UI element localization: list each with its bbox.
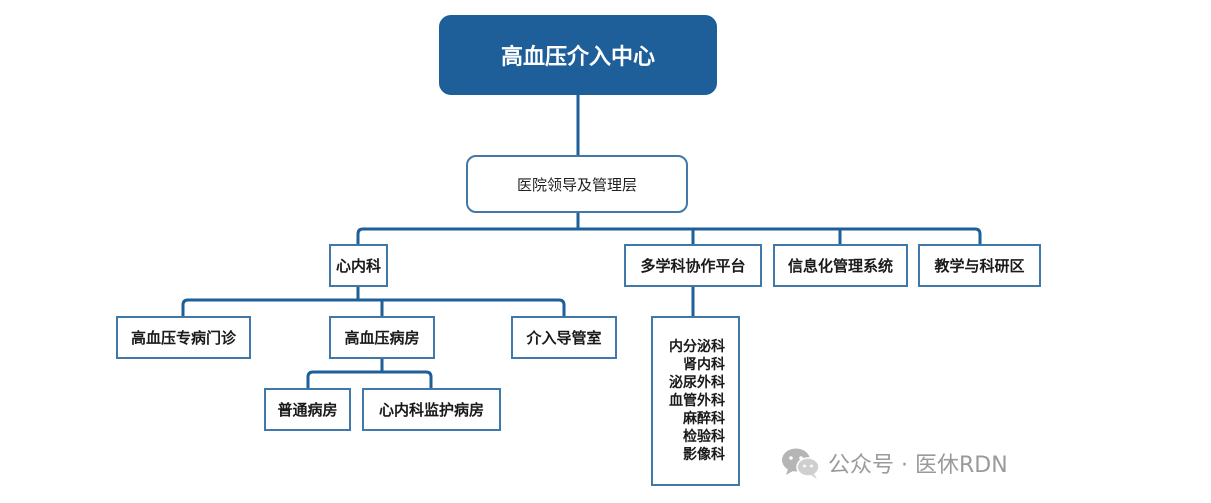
management-label: 医院领导及管理层 <box>516 175 637 194</box>
cathlab-label: 介入导管室 <box>526 329 602 347</box>
general-ward-label: 普通病房 <box>277 401 338 419</box>
mdt-node: 多学科协作平台 <box>624 244 762 287</box>
department-item: 肾内科 <box>683 357 725 373</box>
info-system-label: 信息化管理系统 <box>787 257 893 275</box>
cathlab-node: 介入导管室 <box>511 316 617 359</box>
ward-label: 高血压病房 <box>344 329 420 347</box>
cardiology-node: 心内科 <box>329 244 388 287</box>
root-label: 高血压介入中心 <box>500 45 655 70</box>
department-item: 麻醉科 <box>683 411 725 427</box>
clinic-node: 高血压专病门诊 <box>116 316 251 359</box>
watermark-text: 公众号 · 医休RDN <box>828 453 1008 478</box>
connector-ward-children <box>306 370 433 388</box>
research-node: 教学与科研区 <box>918 244 1041 287</box>
watermark: 公众号 · 医休RDN <box>780 445 1008 481</box>
clinic-label: 高血压专病门诊 <box>130 329 236 347</box>
ward-node: 高血压病房 <box>329 316 435 359</box>
info-system-node: 信息化管理系统 <box>773 244 908 287</box>
connector-level2-bus <box>356 227 982 244</box>
department-item: 内分泌科 <box>669 339 725 355</box>
general-ward-node: 普通病房 <box>264 388 351 431</box>
department-item: 检验科 <box>683 429 725 445</box>
mdt-department-list: 内分泌科 肾内科 泌尿外科 血管外科 麻醉科 检验科 影像科 <box>651 316 740 486</box>
mdt-label: 多学科协作平台 <box>640 257 746 275</box>
monitor-ward-node: 心内科监护病房 <box>362 388 501 431</box>
connector-cardiology-children <box>181 298 566 316</box>
wechat-icon <box>782 448 820 479</box>
department-item: 血管外科 <box>669 393 725 409</box>
department-item: 泌尿外科 <box>669 375 725 391</box>
monitor-ward-label: 心内科监护病房 <box>378 401 484 419</box>
research-label: 教学与科研区 <box>934 257 1025 275</box>
management-node: 医院领导及管理层 <box>466 155 688 213</box>
department-item: 影像科 <box>683 447 725 463</box>
cardiology-label: 心内科 <box>335 257 381 275</box>
root-node: 高血压介入中心 <box>439 15 717 95</box>
